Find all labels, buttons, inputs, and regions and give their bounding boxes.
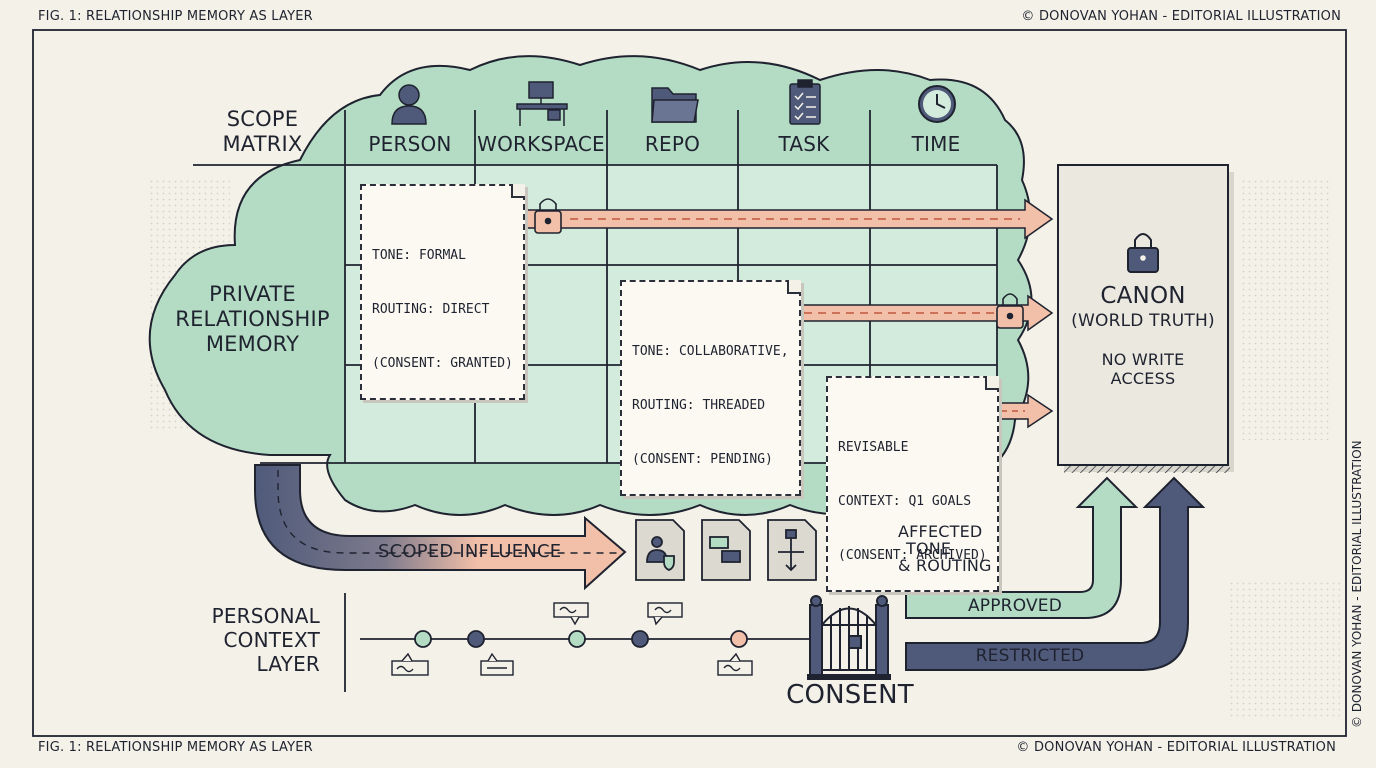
frame-border <box>32 29 1347 737</box>
approved-label: APPROVED <box>967 596 1063 616</box>
scoped-influence-label: SCOPED INFLUENCE <box>378 541 562 562</box>
credit-top: © DONOVAN YOHAN - EDITORIAL ILLUSTRATION <box>1021 9 1341 24</box>
personal-context-label-line: PERSONAL <box>211 604 320 628</box>
private-memory-label-line: MEMORY <box>205 332 300 356</box>
restricted-label: RESTRICTED <box>975 646 1085 666</box>
scoped-influence-arrow <box>254 464 627 591</box>
canon-box <box>1057 164 1234 473</box>
credit-side: © DONOVAN YOHAN - EDITORIAL ILLUSTRATION <box>1350 440 1364 728</box>
memory-note-formal: TONE: FORMAL ROUTING: DIRECT (CONSENT: G… <box>360 184 525 400</box>
personal-context-label: PERSONAL CONTEXT LAYER <box>190 604 320 676</box>
approved-arrow <box>905 476 1139 619</box>
canon-no-write-line: NO WRITE <box>1101 350 1185 369</box>
lock-icon <box>534 198 562 234</box>
scope-matrix-title-line: SCOPE <box>226 107 299 131</box>
personal-context-label-line: LAYER <box>256 652 320 676</box>
note-line: (CONSENT: GRANTED) <box>372 356 513 371</box>
column-header-workspace: WORKSPACE <box>477 132 605 156</box>
note-line: ROUTING: DIRECT <box>372 302 490 317</box>
note-line: TONE: FORMAL <box>372 248 466 263</box>
credit-bottom: © DONOVAN YOHAN - EDITORIAL ILLUSTRATION <box>1016 740 1336 755</box>
folder-icon <box>651 87 699 123</box>
gate-icon <box>807 595 891 680</box>
flow-arrow-collaborative <box>779 294 1054 332</box>
canon-subtitle: (WORLD TRUTH) <box>1071 311 1215 331</box>
affected-card <box>767 519 817 581</box>
person-icon <box>391 84 427 125</box>
canon-title: CANON <box>1100 283 1186 309</box>
column-header-person: PERSON <box>368 132 452 156</box>
note-line: ROUTING: THREADED <box>632 398 766 413</box>
figure-caption-top: FIG. 1: RELATIONSHIP MEMORY AS LAYER <box>38 9 313 24</box>
affected-label-line: & ROUTING <box>898 556 992 575</box>
affected-card <box>635 519 685 581</box>
affected-card <box>701 519 751 581</box>
private-memory-label-line: RELATIONSHIP <box>175 307 330 331</box>
private-memory-label: PRIVATE RELATIONSHIP MEMORY <box>175 282 330 357</box>
restricted-arrow <box>905 476 1206 671</box>
canon-no-write-line: ACCESS <box>1110 369 1176 388</box>
lock-icon <box>996 293 1024 329</box>
personal-context-label-line: CONTEXT <box>223 628 320 652</box>
column-header-time: TIME <box>911 132 961 156</box>
flow-arrow-formal <box>514 198 1054 240</box>
note-line: TONE: COLLABORATIVE, <box>632 344 789 359</box>
scope-matrix-title-line: MATRIX <box>222 132 303 156</box>
consent-label: CONSENT <box>786 680 914 710</box>
private-memory-label-line: PRIVATE <box>209 282 296 306</box>
figure-caption-bottom: FIG. 1: RELATIONSHIP MEMORY AS LAYER <box>38 740 313 755</box>
clock-icon <box>918 85 956 123</box>
affected-label-line: AFFECTED <box>898 522 983 541</box>
note-line: CONTEXT: Q1 GOALS <box>838 494 972 509</box>
column-header-repo: REPO <box>644 132 701 156</box>
lock-icon <box>1127 233 1159 273</box>
scope-matrix-title: SCOPE MATRIX <box>200 107 325 157</box>
canon-no-write: NO WRITE ACCESS <box>1058 350 1228 388</box>
timeline-comment-bubbles <box>391 602 753 676</box>
desk-icon <box>516 81 568 126</box>
note-line: REVISABLE <box>838 440 909 455</box>
affected-label: AFFECTED TONE & ROUTING <box>898 523 992 574</box>
affected-label-line: TONE <box>906 539 952 558</box>
memory-note-archived: REVISABLE CONTEXT: Q1 GOALS (CONSENT: AR… <box>826 376 999 592</box>
checklist-icon <box>789 79 821 125</box>
personal-context-timeline <box>344 593 822 692</box>
memory-note-collaborative: TONE: COLLABORATIVE, ROUTING: THREADED (… <box>620 280 801 496</box>
stipple-texture <box>1230 580 1340 720</box>
stipple-texture <box>1240 180 1330 440</box>
column-header-task: TASK <box>778 132 830 156</box>
note-line: (CONSENT: PENDING) <box>632 452 773 467</box>
note-line: (CONSENT: ARCHIVED) <box>838 548 987 563</box>
